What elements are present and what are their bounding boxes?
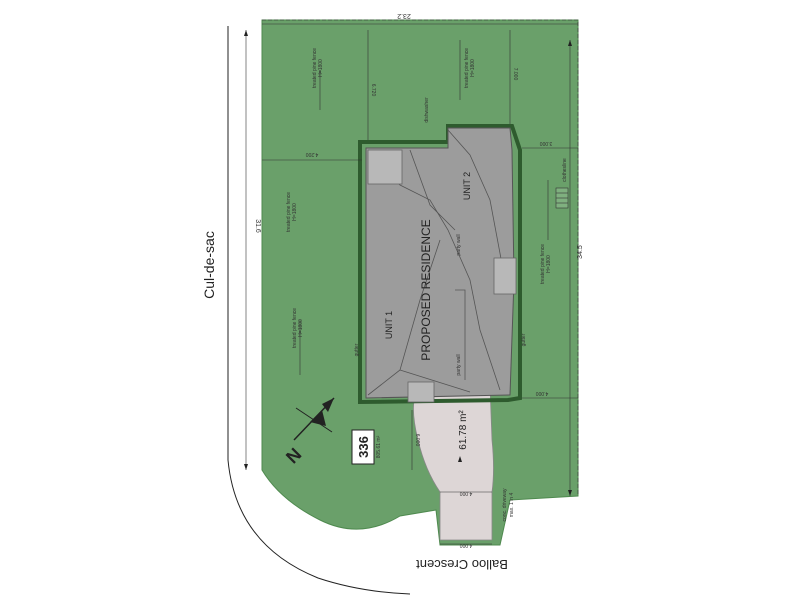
dimension-arrows (244, 30, 572, 496)
street-label-cul-de-sac: Cul-de-sac (201, 231, 217, 299)
note-party-wall-1: party wall (456, 234, 462, 255)
note-dishwasher: dishwasher (424, 97, 430, 123)
svg-text:treated pine fence: treated pine fence (286, 192, 292, 232)
note-party-wall-2: party wall (456, 354, 462, 375)
street-label-crescent: Balloo Crescent (416, 557, 508, 572)
residence-title: PROPOSED RESIDENCE (419, 219, 433, 360)
svg-text:treated pine fence: treated pine fence (464, 48, 470, 88)
svg-text:H=1800: H=1800 (546, 255, 552, 273)
dimension-left: 31.6 (254, 219, 261, 233)
dimension-front: 4.000 (460, 542, 473, 548)
note-gutter-2: gutter (521, 333, 527, 346)
driveway-note-1: conc. driveway (502, 488, 508, 522)
lot-number: 336 (356, 436, 371, 458)
svg-text:H=1800: H=1800 (298, 319, 304, 337)
svg-text:H=1800: H=1800 (318, 59, 324, 77)
dimension-item: 7.000 (512, 68, 518, 81)
dimension-item: 4.000 (460, 490, 473, 496)
dimension-item: 4.200 (306, 151, 319, 157)
fence-label: treated pine fence H=1800 (312, 48, 324, 88)
dimension-item: 4.000 (536, 390, 549, 396)
note-clothesline: clothesline (562, 158, 568, 182)
svg-text:treated pine fence: treated pine fence (312, 48, 318, 88)
driveway (413, 385, 494, 541)
fence-label: treated pine fence H=1800 (464, 48, 476, 88)
driveway-note-2: max. 1 in 4 (509, 493, 515, 518)
svg-text:H=1800: H=1800 (292, 203, 298, 221)
dimension-lines (245, 23, 578, 545)
curb-line (227, 26, 411, 595)
svg-text:H=1800: H=1800 (470, 59, 476, 77)
dimension-item: 6.000 (414, 434, 420, 447)
note-gutter-1: gutter (354, 343, 360, 356)
residence-roof (365, 127, 517, 403)
steps-symbol (555, 187, 569, 209)
lot-boundary (262, 19, 579, 496)
dimension-top: 23.2 (397, 12, 411, 19)
unit1-label: UNIT 1 (384, 311, 394, 339)
north-arrow-icon (293, 397, 335, 441)
dimension-item: 3.000 (540, 140, 553, 146)
lot-area: 805.61 m² (376, 435, 382, 458)
driveway-area: 61.78 m² (458, 410, 469, 450)
fence-label: treated pine fence H=1800 (286, 192, 298, 232)
svg-text:treated pine fence: treated pine fence (540, 244, 546, 284)
lot-number-box (351, 429, 375, 465)
svg-text:treated pine fence: treated pine fence (292, 308, 298, 348)
fence-label: treated pine fence H=1800 (540, 244, 552, 284)
dimension-right: 34.5 (577, 245, 584, 259)
unit2-label: UNIT 2 (462, 172, 472, 200)
fence-label: treated pine fence H=1800 (292, 308, 304, 348)
dimension-item: 6.720 (370, 84, 376, 97)
